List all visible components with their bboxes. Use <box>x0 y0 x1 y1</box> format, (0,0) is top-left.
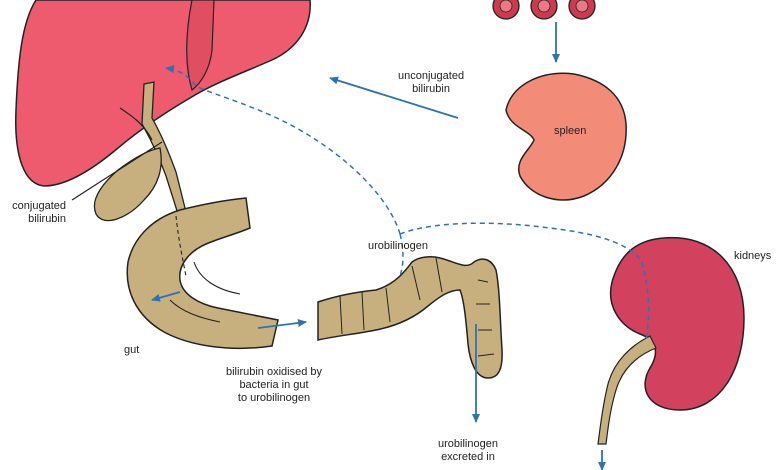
arrow-spleen-to-liver <box>329 76 459 119</box>
colon-folds <box>339 257 495 357</box>
excreted-label: urobilinogen excreted in <box>438 438 498 464</box>
label-line: urobilinogen <box>438 438 498 450</box>
duodenum-loop <box>126 197 279 350</box>
urobilinogen-label: urobilinogen <box>368 240 428 252</box>
liver-gallbladder-notch <box>186 0 215 91</box>
renal-dashed-path <box>399 222 650 341</box>
solid-arrows <box>151 22 606 470</box>
label-line: to urobilinogen <box>237 392 311 404</box>
liver-lobe <box>15 0 311 187</box>
kidneys-label: kidneys <box>734 250 772 262</box>
blood-cell-center <box>575 0 589 13</box>
label-line: bilirubin <box>28 213 66 225</box>
label-line: excreted in <box>441 451 495 463</box>
ureter <box>597 335 657 445</box>
label-line: bilirubin oxidised by <box>226 366 322 378</box>
colon <box>317 256 503 379</box>
spleen <box>505 72 627 201</box>
unconjugated-bilirubin-label: unconjugated bilirubin <box>398 70 464 96</box>
gallbladder-sac <box>93 147 162 222</box>
duodenum-inner-fold <box>169 261 241 323</box>
gut-label: gut <box>124 344 140 356</box>
duct-entry <box>175 215 187 277</box>
portal-dashed-path <box>165 65 401 235</box>
colon-body <box>317 256 503 379</box>
arrow-duct-to-gut <box>151 291 181 302</box>
duodenum <box>126 197 279 350</box>
conjugated-bilirubin-label: conjugated bilirubin <box>0 200 66 226</box>
hepatic-duct <box>119 107 153 141</box>
liver <box>15 0 311 187</box>
kidney-body <box>609 236 745 411</box>
conjugated-leader-line <box>71 141 163 201</box>
kidney <box>597 236 745 445</box>
label-line: conjugated <box>12 200 66 212</box>
dashed-pathways <box>165 65 650 341</box>
blood-cell-center <box>499 0 513 13</box>
label-line: bilirubin <box>412 83 450 95</box>
colon-dashed-link <box>399 233 404 277</box>
blood-cell-center <box>537 0 551 13</box>
label-line: unconjugated <box>398 70 465 82</box>
red-blood-cells <box>492 0 596 20</box>
oxidised-label: bilirubin oxidised by bacteria in gut to… <box>226 366 322 405</box>
label-line: bacteria in gut <box>239 379 309 391</box>
spleen-label: spleen <box>554 125 587 137</box>
arrow-gut-to-colon <box>257 319 307 329</box>
